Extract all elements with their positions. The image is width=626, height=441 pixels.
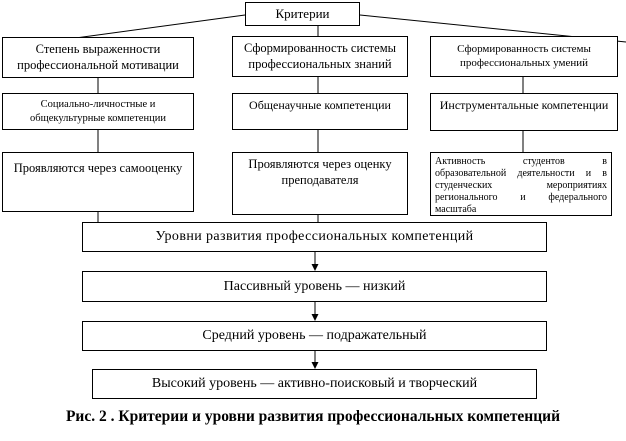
- criterion-motivation-box: Степень выраженности профессиональной мо…: [2, 37, 194, 78]
- figure-caption: Рис. 2 . Критерии и уровни развития проф…: [65, 408, 561, 425]
- criteria-root-box: Критерии: [245, 2, 360, 26]
- competence-instrumental-box: Инструментальные компетенции: [430, 93, 618, 131]
- level-high-box: Высокий уровень — активно-поисковый и тв…: [92, 369, 537, 399]
- criterion-skills-box: Сформированность системы профессиональны…: [430, 36, 618, 77]
- competence-scientific-box: Общенаучные компетенции: [232, 93, 408, 130]
- manifestation-teacher-box: Проявляются через оценку преподавателя: [232, 152, 408, 215]
- competence-social-box: Социально-личностные и общекультурные ко…: [2, 93, 194, 130]
- manifestation-activity-box: Активность студентов в образовательной д…: [430, 152, 612, 216]
- level-medium-box: Средний уровень — подражательный: [82, 321, 547, 351]
- manifestation-selfassessment-box: Проявляются через самооценку: [2, 152, 194, 212]
- level-passive-box: Пассивный уровень — низкий: [82, 271, 547, 302]
- levels-header-box: Уровни развития профессиональных компете…: [82, 222, 547, 252]
- criterion-knowledge-box: Сформированность системы профессиональны…: [232, 36, 408, 77]
